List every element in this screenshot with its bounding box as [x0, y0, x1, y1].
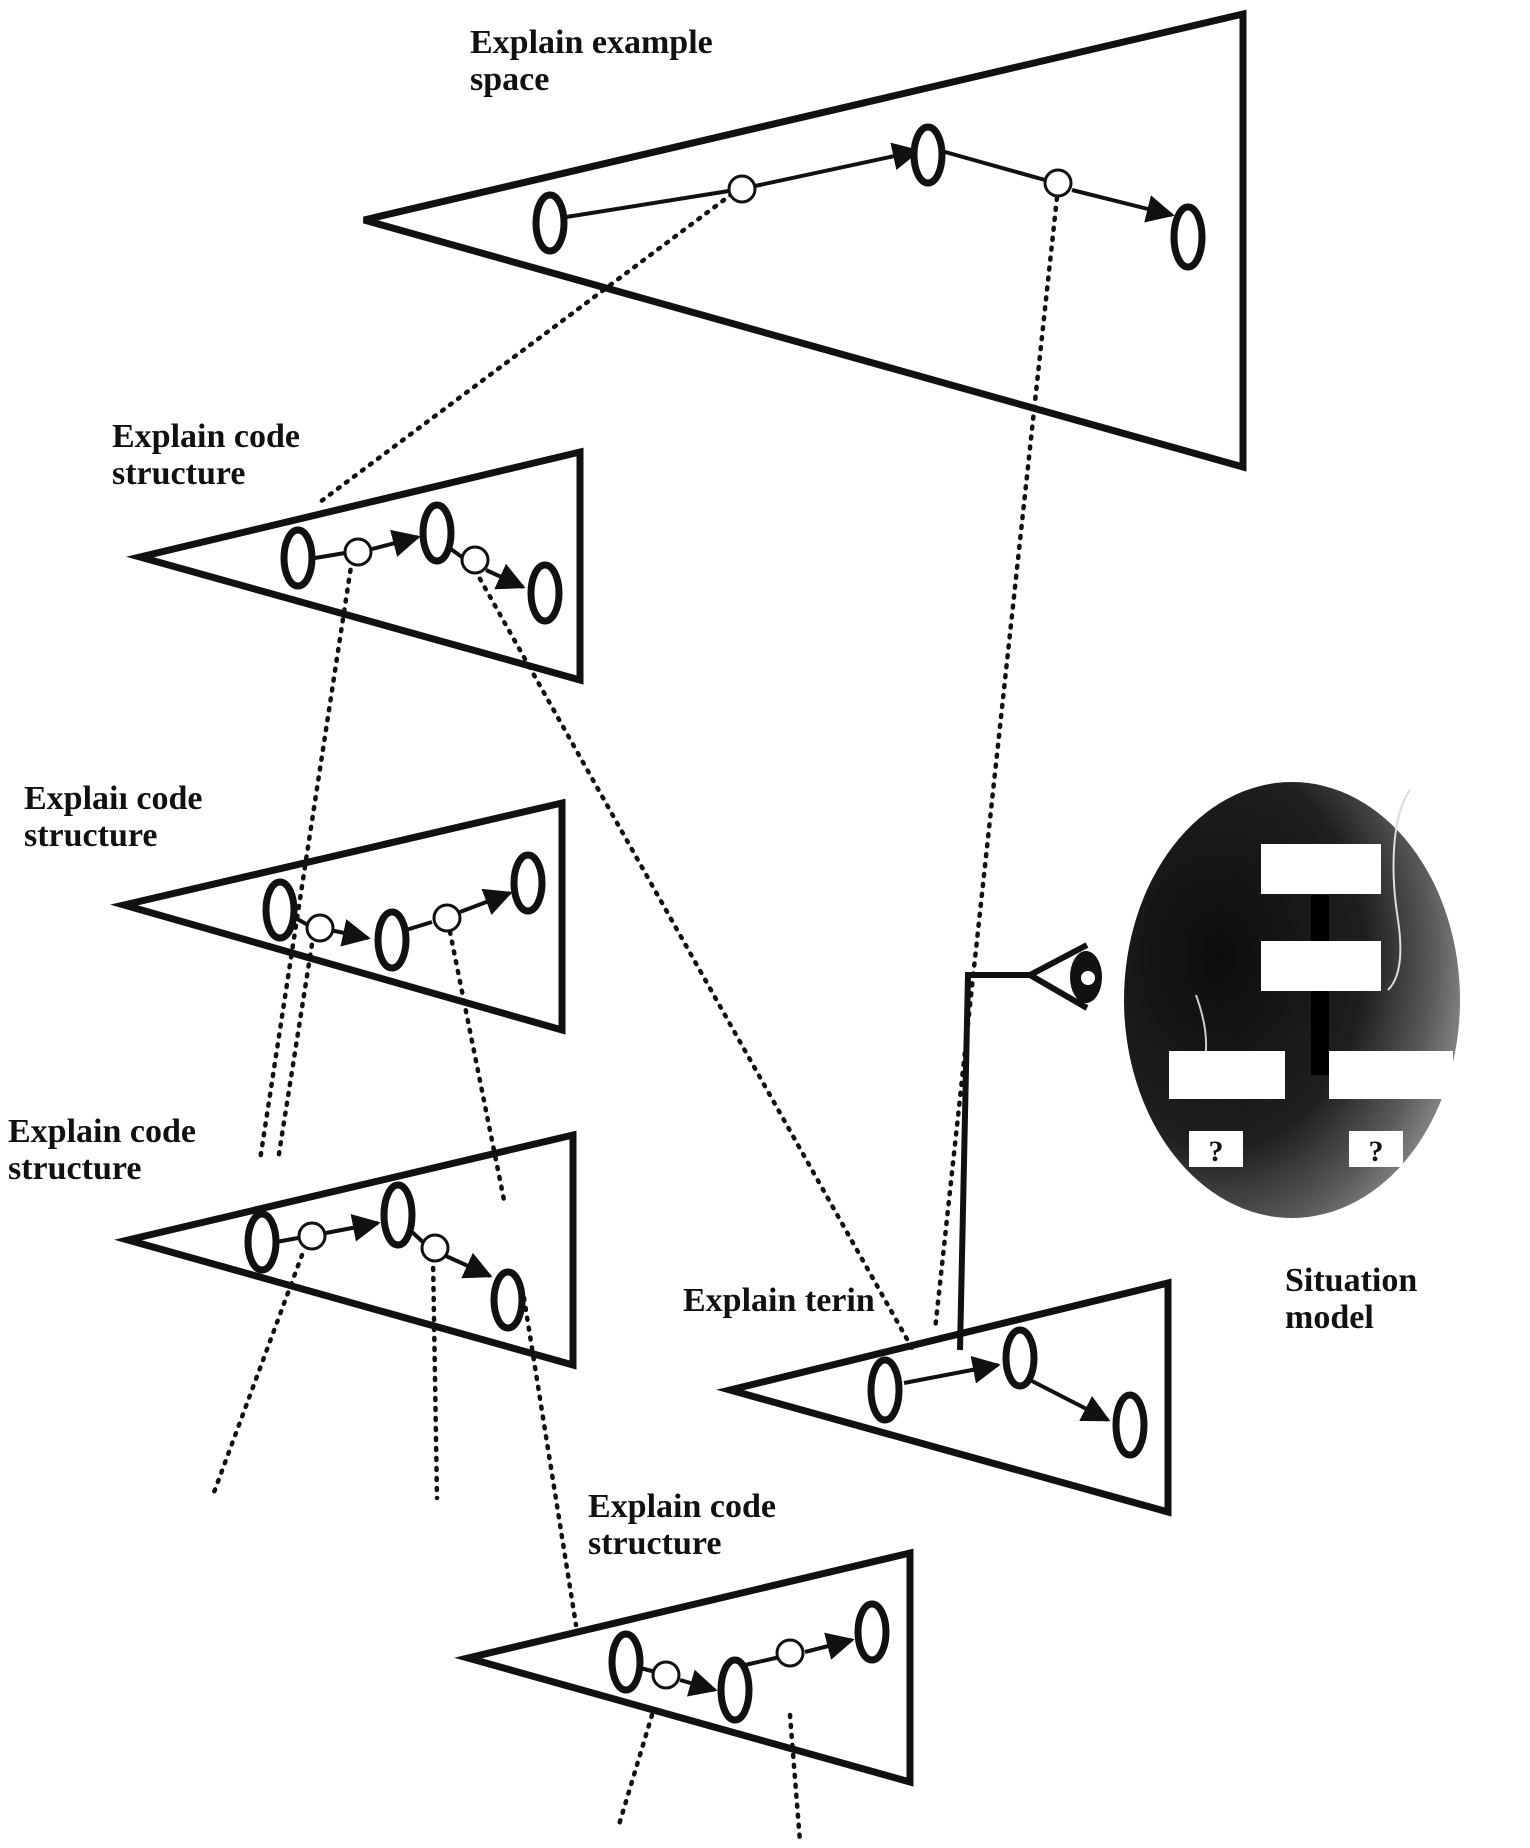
node: [280, 526, 316, 590]
label-explain-code-structure: Explain code structure: [588, 1488, 776, 1562]
dotted-link: [275, 922, 318, 1163]
eye-icon: [1028, 942, 1102, 1011]
node: [419, 501, 455, 565]
dotted-link: [430, 1255, 440, 1501]
plan-code-structure-1: [126, 447, 584, 685]
dotted-link: [521, 1295, 579, 1628]
node: [510, 851, 546, 915]
node: [527, 561, 563, 625]
unknown-box: [1189, 1131, 1243, 1167]
arrow: [371, 529, 421, 557]
unknown-mark: ?: [1369, 1135, 1384, 1168]
dotted-link: [787, 1712, 803, 1845]
label-explain-example-space: Explain example space: [470, 24, 713, 98]
arrow: [445, 1252, 493, 1279]
arrow: [679, 1669, 718, 1697]
label-explain-code-structure: Explain code structure: [8, 1113, 196, 1187]
triangle: [716, 1278, 1172, 1517]
model-box: [1329, 1051, 1453, 1099]
node: [490, 1268, 526, 1332]
dotted-link: [445, 919, 508, 1208]
node: [608, 1630, 644, 1694]
triangle: [126, 447, 584, 685]
node: [1002, 1326, 1038, 1390]
node: [867, 1356, 903, 1424]
label-explain-code-structure: Explain code structure: [112, 418, 300, 492]
label-explain-term: Explain terin: [683, 1282, 875, 1319]
node: [380, 1181, 416, 1249]
link: [405, 920, 433, 932]
eye-lower-lid: [1028, 972, 1089, 1011]
arrow: [754, 142, 921, 188]
triangle: [363, 9, 1247, 472]
label-explain-code-structure: Explaiı code structure: [24, 780, 203, 854]
connector-line: [957, 972, 1030, 1351]
node: [374, 908, 410, 972]
node: [854, 1600, 890, 1664]
arrow: [804, 1632, 855, 1660]
triangle: [114, 1130, 577, 1370]
dotted-link: [932, 185, 1061, 1333]
sub-node: [727, 174, 757, 204]
plan-code-structure-4: [454, 1548, 914, 1787]
plan-example-space: [363, 9, 1247, 472]
sub-node: [343, 537, 373, 567]
node: [910, 123, 946, 187]
sub-node: [460, 545, 490, 575]
link: [275, 1236, 299, 1244]
dotted-link: [210, 1252, 305, 1498]
dotted-link: [472, 567, 915, 1351]
sub-node: [297, 1221, 327, 1251]
node: [532, 191, 568, 255]
node: [717, 1656, 753, 1724]
model-box: [1261, 844, 1381, 894]
eye-pupil-highlight: [1081, 971, 1095, 985]
sub-node: [432, 903, 462, 933]
arrow: [903, 1355, 1001, 1385]
sub-node: [651, 1660, 681, 1690]
unknown-mark: ?: [1209, 1135, 1224, 1168]
situation-model: ? ?: [1124, 782, 1460, 1218]
plan-code-structure-2: [110, 798, 566, 1035]
eye-upper-lid: [1028, 942, 1089, 978]
plan-code-structure-3: [114, 1130, 577, 1370]
dotted-link: [317, 185, 743, 505]
node: [1112, 1391, 1148, 1459]
unknown-box: [1349, 1131, 1403, 1167]
highlight-curve: [1387, 789, 1411, 991]
triangle: [110, 798, 566, 1035]
eye-connector: [957, 942, 1102, 1351]
label-situation-model: Situation model: [1285, 1262, 1418, 1336]
link: [937, 148, 1046, 182]
arrow: [485, 563, 526, 590]
node: [1170, 203, 1206, 271]
arrow: [1071, 188, 1175, 223]
triangle: [454, 1548, 914, 1787]
node: [262, 878, 298, 942]
sub-node: [775, 1638, 805, 1668]
link: [744, 1655, 781, 1667]
sub-node: [1043, 168, 1073, 198]
arrow: [329, 919, 371, 947]
sub-node: [305, 913, 335, 943]
arrow: [1029, 1378, 1111, 1422]
model-box: [1261, 941, 1381, 991]
plan-explain-term: [716, 1278, 1172, 1517]
node: [244, 1210, 280, 1274]
sub-node: [420, 1233, 450, 1263]
arrow: [325, 1214, 381, 1242]
arrow: [459, 888, 513, 916]
model-box: [1169, 1051, 1285, 1099]
link: [559, 188, 736, 220]
dotted-link: [615, 1712, 655, 1831]
dotted-links: [210, 185, 1061, 1845]
link: [314, 551, 346, 560]
